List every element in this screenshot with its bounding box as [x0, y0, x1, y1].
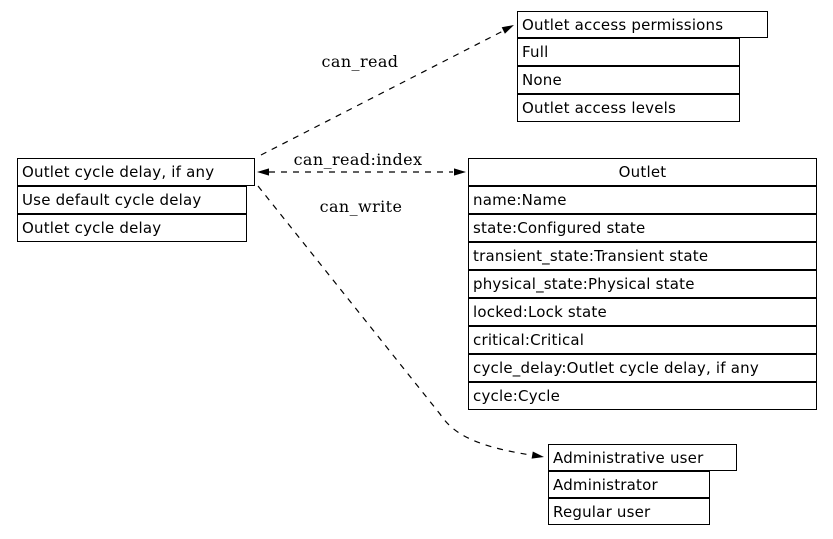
entity-access-permissions-row: Outlet access levels [517, 94, 740, 122]
entity-access-permissions-header: Outlet access permissions [517, 11, 768, 38]
entity-outlet-row: physical_state:Physical state [468, 270, 817, 298]
entity-outlet-row: critical:Critical [468, 326, 817, 354]
arrowhead-can-write-icon [531, 451, 544, 459]
entity-outlet-row: locked:Lock state [468, 298, 817, 326]
edge-can-read [260, 30, 504, 156]
entity-cycle-delay-row: Use default cycle delay [17, 186, 247, 214]
entity-access-permissions-row: None [517, 66, 740, 94]
entity-access-permissions-row: Full [517, 38, 740, 66]
entity-cycle-delay-header: Outlet cycle delay, if any [17, 158, 255, 186]
arrowhead-can-read-index-right-icon [454, 168, 466, 176]
entity-admin-user-row: Administrator [548, 471, 710, 498]
entity-admin-user-row: Regular user [548, 498, 710, 525]
edge-label-can-read: can_read [321, 52, 399, 71]
entity-outlet-row: cycle_delay:Outlet cycle delay, if any [468, 354, 817, 382]
entity-outlet-row: cycle:Cycle [468, 382, 817, 410]
entity-outlet-row: name:Name [468, 186, 817, 214]
arrowhead-can-read-index-left-icon [257, 168, 269, 176]
edge-label-can-write: can_write [319, 197, 403, 216]
arrowhead-can-read-icon [501, 25, 514, 34]
edge-label-can-read-index: can_read:index [293, 150, 423, 169]
entity-cycle-delay-row: Outlet cycle delay [17, 214, 247, 242]
entity-outlet-row: state:Configured state [468, 214, 817, 242]
entity-admin-user-header: Administrative user [548, 444, 737, 471]
entity-outlet-row: transient_state:Transient state [468, 242, 817, 270]
edge-can-write [257, 185, 532, 456]
entity-outlet-header: Outlet [468, 158, 817, 186]
